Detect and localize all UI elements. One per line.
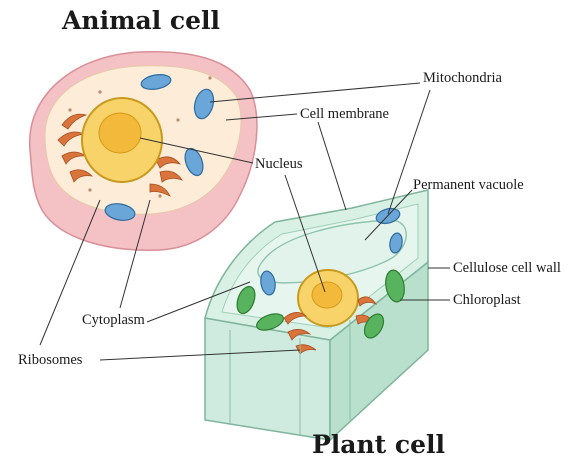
plant-cell-title: Plant cell (312, 430, 445, 459)
animal-cell (30, 52, 257, 251)
label-permanent-vacuole: Permanent vacuole (413, 177, 524, 193)
animal-cell-title: Animal cell (62, 6, 220, 35)
animal-nucleolus (99, 113, 141, 153)
label-nucleus: Nucleus (255, 156, 303, 172)
leader-cell-membrane-plant (318, 122, 346, 210)
plant-cell (205, 190, 428, 440)
label-mitochondria: Mitochondria (423, 70, 502, 86)
label-ribosomes: Ribosomes (18, 352, 82, 368)
label-chloroplast: Chloroplast (453, 292, 521, 308)
label-cell-membrane: Cell membrane (300, 106, 389, 122)
label-cellulose-cell-wall: Cellulose cell wall (453, 260, 561, 276)
plant-nucleolus (312, 282, 342, 308)
label-cytoplasm: Cytoplasm (82, 312, 145, 328)
